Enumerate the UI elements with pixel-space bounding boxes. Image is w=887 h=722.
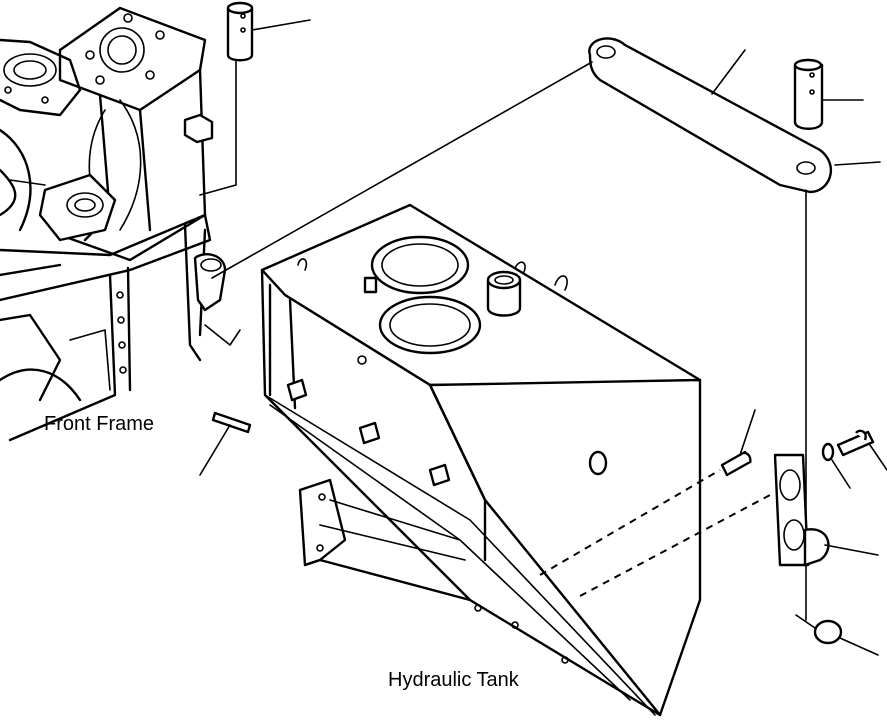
hydraulic-tank [199,203,771,717]
mounting-hardware [720,161,887,656]
label-hydraulic-tank: Hydraulic Tank [388,669,520,691]
label-front-frame: Front Frame [44,413,154,435]
pin-left [226,1,311,62]
tank-strap [211,37,864,621]
front-frame [0,6,241,442]
